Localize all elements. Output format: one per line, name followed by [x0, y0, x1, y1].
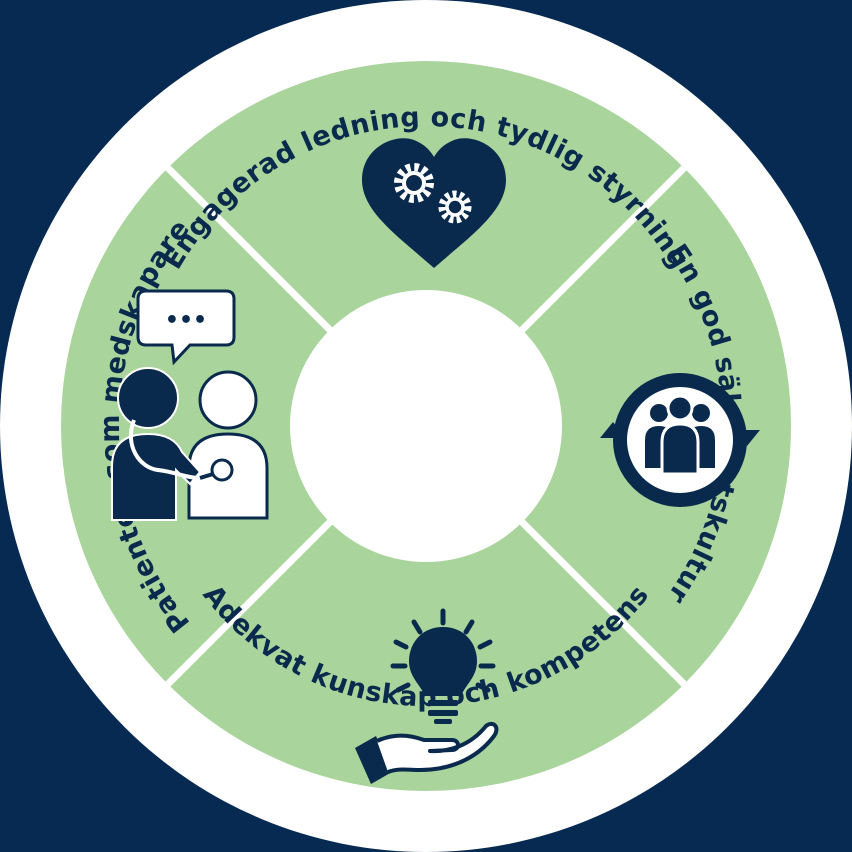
- arrow-left-icon: [600, 422, 626, 438]
- speech-dots: •••: [165, 308, 207, 333]
- center-circle: [290, 290, 562, 562]
- lightbulb-hand-icon: [355, 608, 499, 784]
- heart-gears-icon: [362, 138, 506, 268]
- bulb-base-1: [428, 700, 458, 706]
- gear-large-icon: [394, 163, 434, 203]
- bulb-tip: [434, 719, 452, 724]
- people-group-icon: [645, 394, 715, 476]
- doctor-figure: [111, 367, 202, 521]
- bulb-glass: [409, 627, 477, 696]
- arrow-right-icon: [734, 430, 760, 446]
- open-hand-icon: [355, 721, 499, 784]
- doctor-patient-icon: •••: [111, 289, 269, 521]
- stethoscope-icon: [128, 419, 234, 482]
- patient-figure: [187, 370, 269, 520]
- light-rays: [390, 608, 496, 693]
- team-cycle-icon: [600, 373, 760, 507]
- bulb-base-2: [428, 710, 458, 716]
- speech-bubble: •••: [136, 289, 236, 366]
- gear-small-icon: [438, 190, 472, 224]
